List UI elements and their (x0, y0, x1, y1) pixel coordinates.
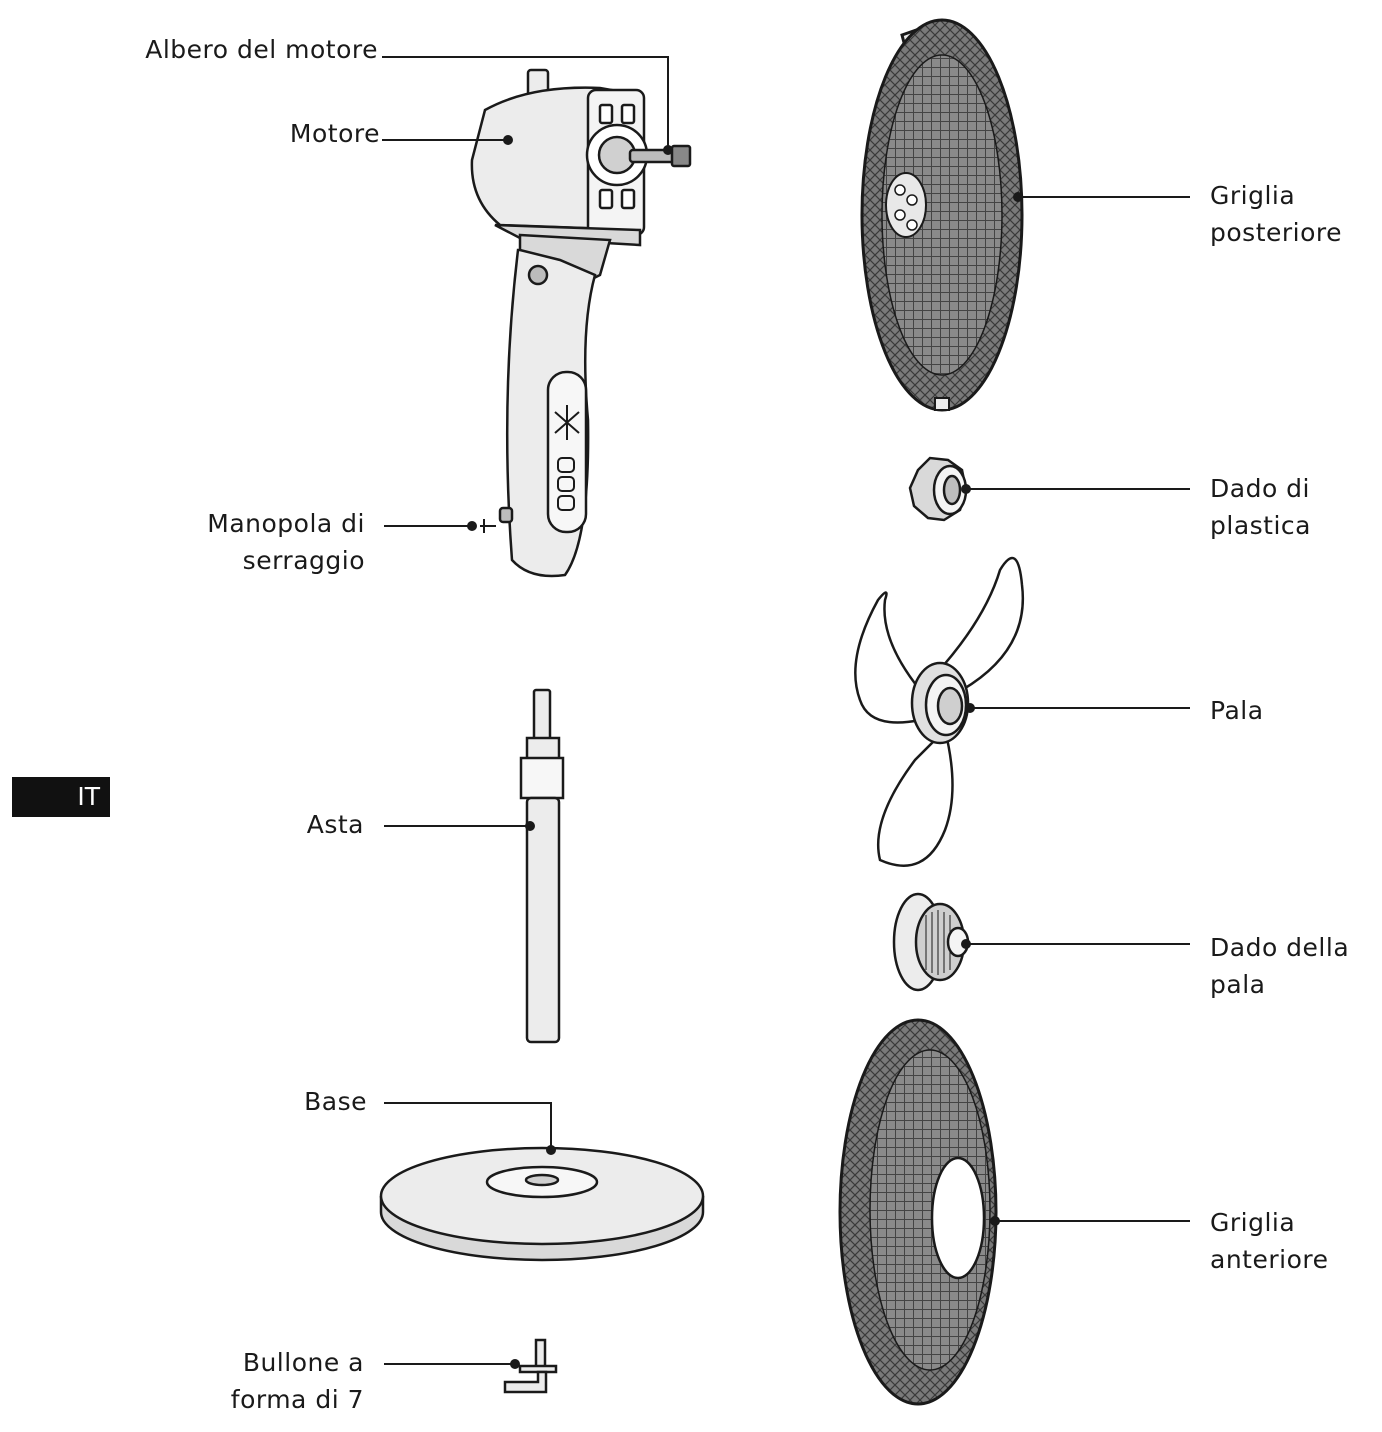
blade-illustration (854, 556, 1025, 867)
pole-illustration (519, 688, 565, 1044)
base-illustration (379, 1146, 705, 1262)
language-tab: IT (12, 777, 110, 817)
label-blade-nut: Dado della pala (1210, 933, 1350, 999)
front-grille-illustration (838, 1018, 998, 1406)
label-motor: Motore (289, 119, 380, 148)
leader-lines (382, 56, 1190, 1369)
label-pole: Asta (306, 810, 364, 839)
label-motor-shaft: Albero del motore (145, 35, 378, 64)
plastic-nut-illustration (908, 456, 968, 522)
motor-head-illustration (470, 68, 692, 578)
label-bolt: Bullone a forma di 7 (230, 1348, 364, 1414)
blade-nut-illustration (892, 892, 970, 992)
label-rear-grille: Griglia posteriore (1210, 181, 1343, 247)
label-plastic-nut: Dado di plastica (1210, 474, 1311, 540)
bolt-illustration (503, 1338, 558, 1394)
label-front-grille: Griglia anteriore (1210, 1208, 1329, 1274)
label-blade: Pala (1210, 696, 1264, 725)
label-clamp-knob: Manopola di serraggio (207, 509, 365, 575)
label-base: Base (304, 1087, 367, 1116)
rear-grille-illustration (860, 18, 1024, 412)
